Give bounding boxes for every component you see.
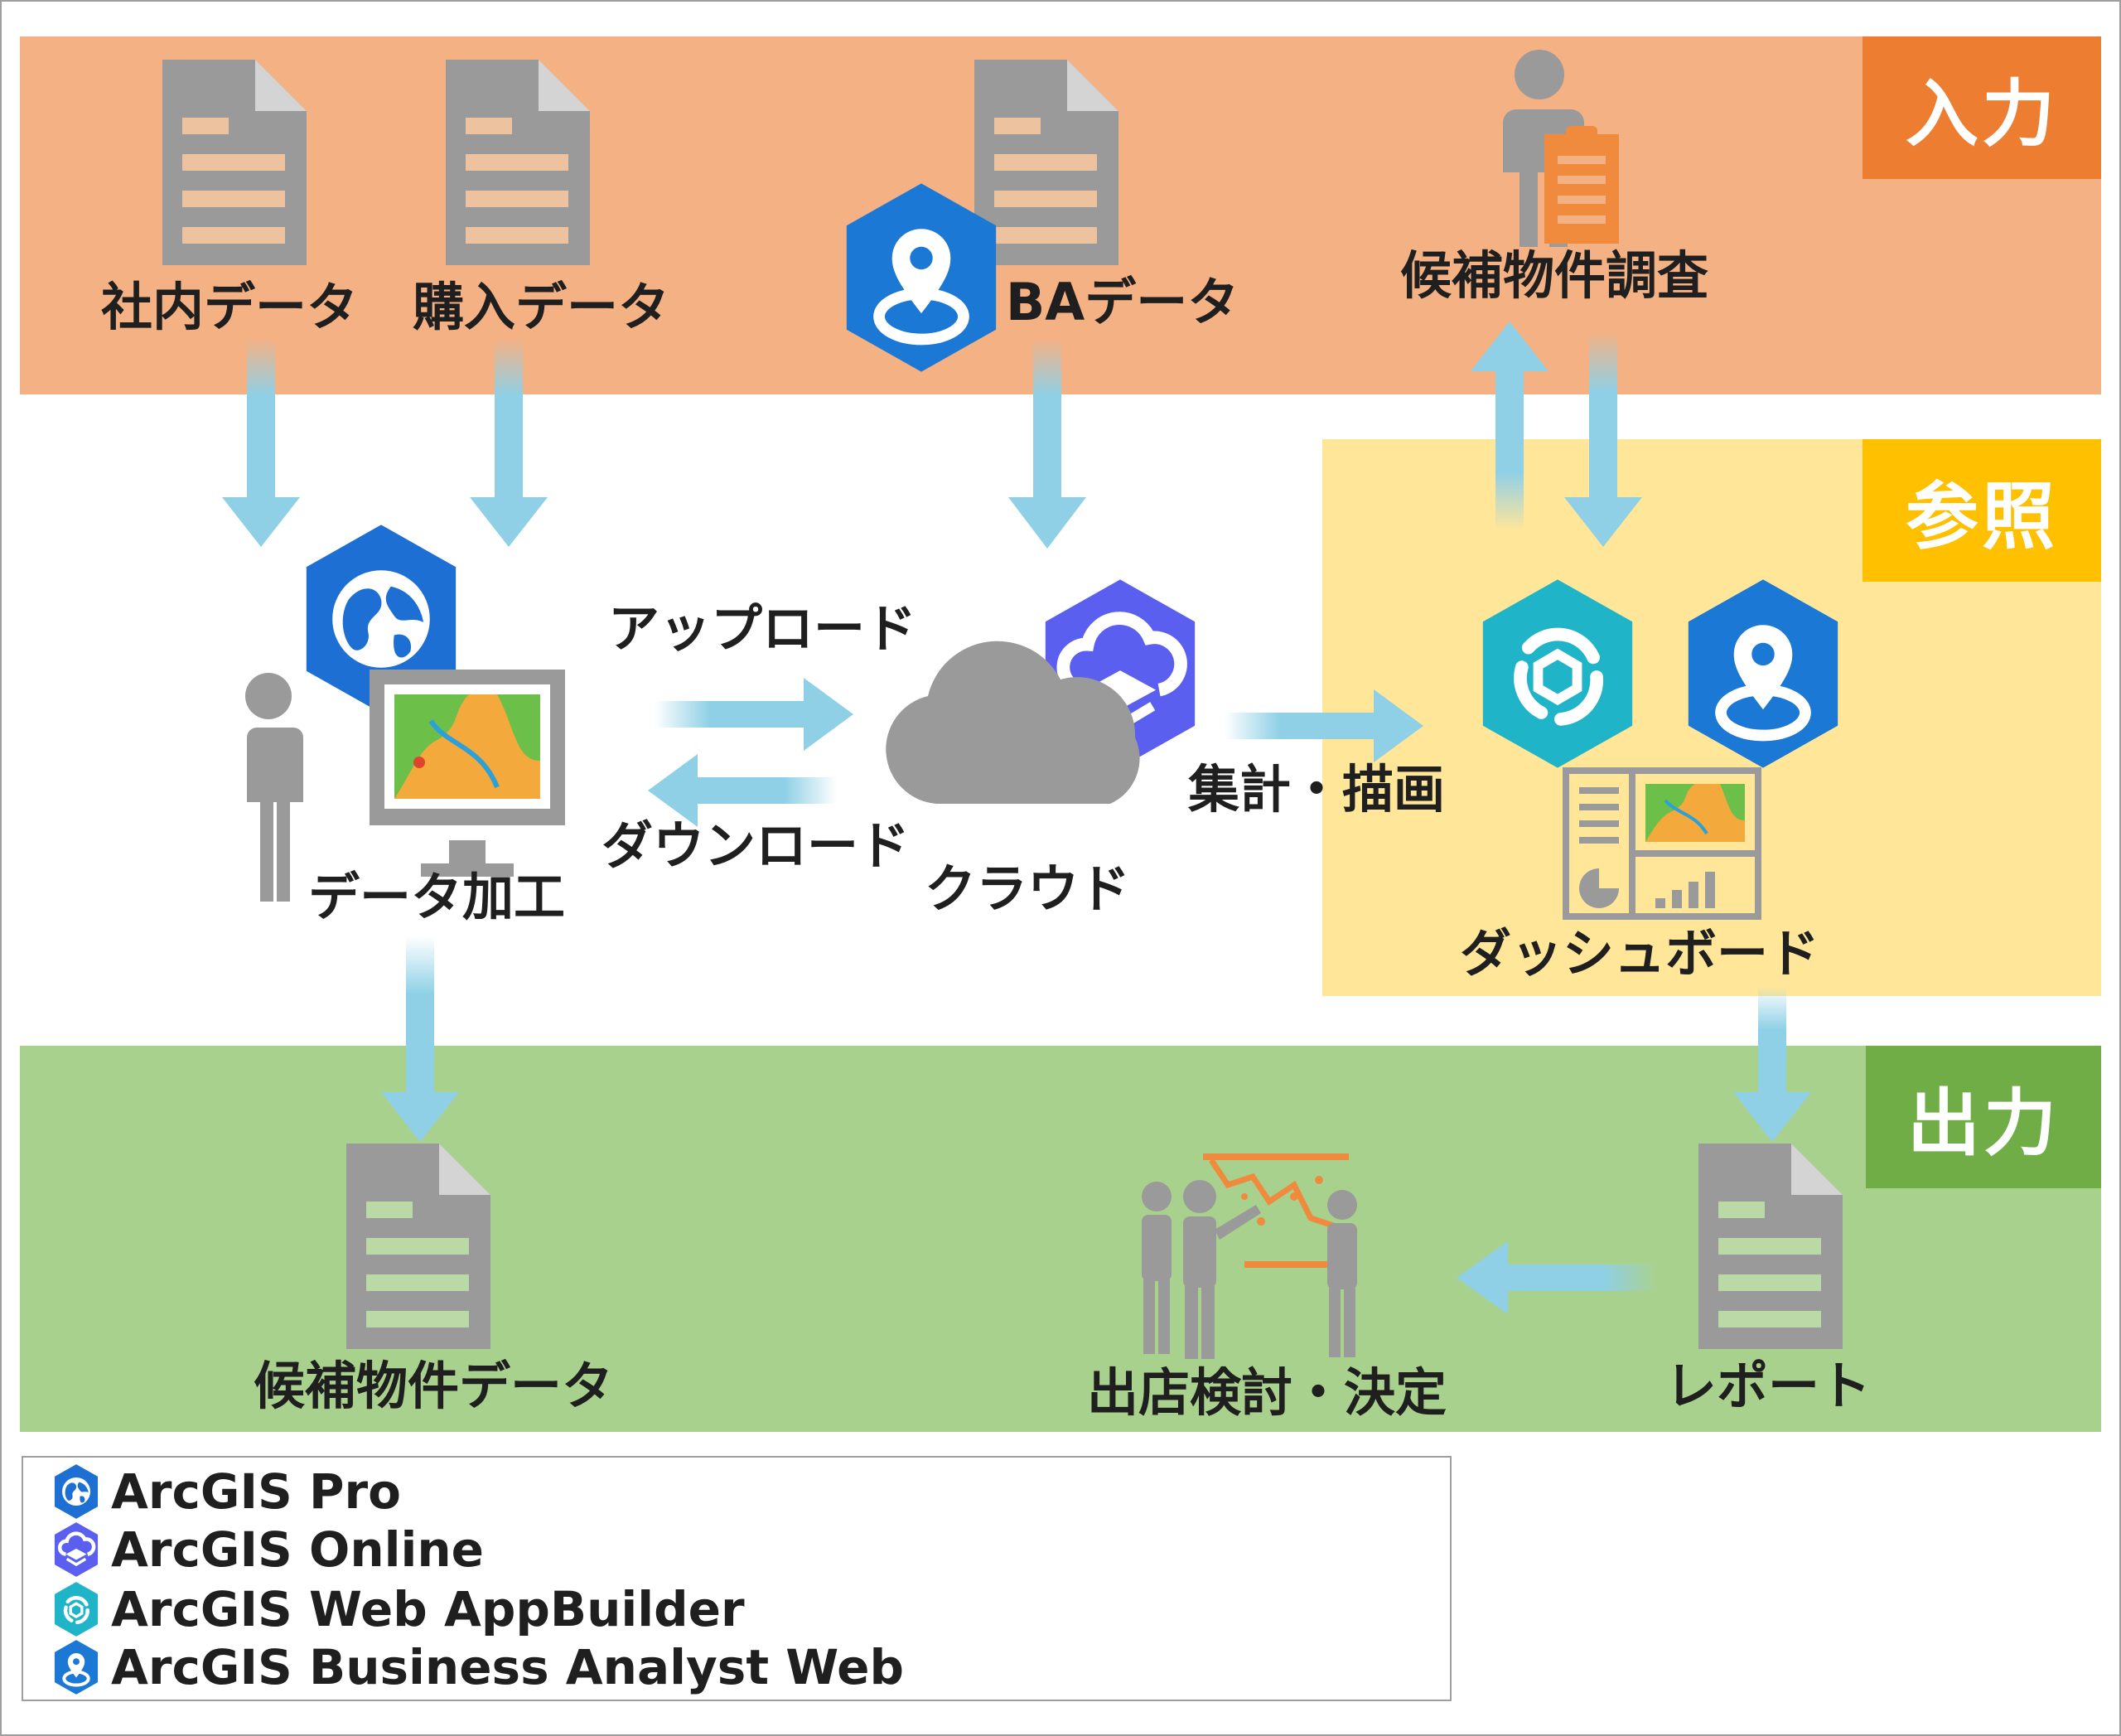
arcgis-online-icon: [54, 1522, 99, 1577]
arcgis-web-appbuilder-icon: [54, 1582, 99, 1637]
arcgis-business-analyst-icon: [846, 183, 997, 372]
arrow-internal-to-processing: [222, 338, 300, 547]
legend-label: ArcGIS Online: [111, 1521, 485, 1578]
document-icon: [1698, 1144, 1843, 1349]
legend-item: ArcGIS Pro: [48, 1463, 401, 1520]
cloud-icon: [886, 641, 1140, 804]
arcgis-pro-icon: [306, 525, 457, 713]
arrow-ba-to-cloud: [1008, 338, 1086, 549]
node-report: レポート: [1665, 1356, 1872, 1416]
node-candidate-data: 候補物件データ: [254, 1356, 614, 1416]
arrow-processing-to-candidate-data: [381, 936, 459, 1142]
node-store-decision: 出店検討・決定: [1087, 1362, 1447, 1423]
reference-section-tag: 参照: [1863, 439, 2101, 582]
flow-upload: アップロード: [608, 598, 917, 659]
node-candidate-survey: 候補物件調査: [1400, 245, 1709, 306]
arrow-aggregate: [1225, 689, 1423, 762]
node-purchased-data: 購入データ: [413, 277, 670, 337]
legend-item: ArcGIS Web AppBuilder: [48, 1581, 745, 1637]
legend-item: ArcGIS Online: [48, 1521, 485, 1578]
arrow-dashboard-to-report: [1733, 986, 1811, 1142]
dashboard-icon: [1563, 767, 1761, 920]
arrow-purchased-to-processing: [470, 338, 548, 547]
arcgis-web-appbuilder-icon: [1482, 579, 1633, 768]
arcgis-business-analyst-icon: [1688, 579, 1838, 768]
arrow-survey-to-dashboard: [1564, 331, 1642, 547]
legend-item: ArcGIS Business Analyst Web: [48, 1639, 904, 1695]
document-icon: [974, 60, 1118, 265]
legend: ArcGIS Pro ArcGIS Online ArcGIS Web AppB…: [22, 1456, 1452, 1701]
node-cloud: クラウド: [925, 858, 1131, 919]
legend-label: ArcGIS Pro: [111, 1463, 401, 1520]
person-at-computer-icon: [244, 670, 565, 902]
node-dashboard: ダッシュボード: [1460, 923, 1820, 984]
meeting-presentation-icon: [1142, 1153, 1357, 1359]
flow-download: ダウンロード: [602, 815, 911, 876]
node-internal-data: 社内データ: [101, 277, 359, 337]
node-data-processing: データ加工: [308, 867, 566, 927]
arrow-dashboard-to-survey: [1471, 322, 1548, 530]
flow-aggregate-draw: 集計・描画: [1188, 759, 1446, 820]
arrow-upload: [655, 678, 853, 751]
input-section-tag: 入力: [1863, 36, 2101, 179]
output-section-tag: 出力: [1866, 1046, 2101, 1188]
arcgis-business-analyst-icon: [54, 1640, 99, 1695]
arrow-report-to-decision: [1457, 1241, 1657, 1314]
survey-person-icon: [1503, 50, 1619, 247]
document-icon: [162, 60, 307, 265]
arcgis-pro-icon: [54, 1464, 99, 1519]
document-icon: [346, 1144, 490, 1349]
document-icon: [446, 60, 590, 265]
legend-label: ArcGIS Business Analyst Web: [111, 1639, 904, 1695]
legend-label: ArcGIS Web AppBuilder: [111, 1581, 745, 1637]
node-ba-data: BAデータ: [1006, 272, 1239, 332]
arrow-download: [648, 754, 837, 827]
